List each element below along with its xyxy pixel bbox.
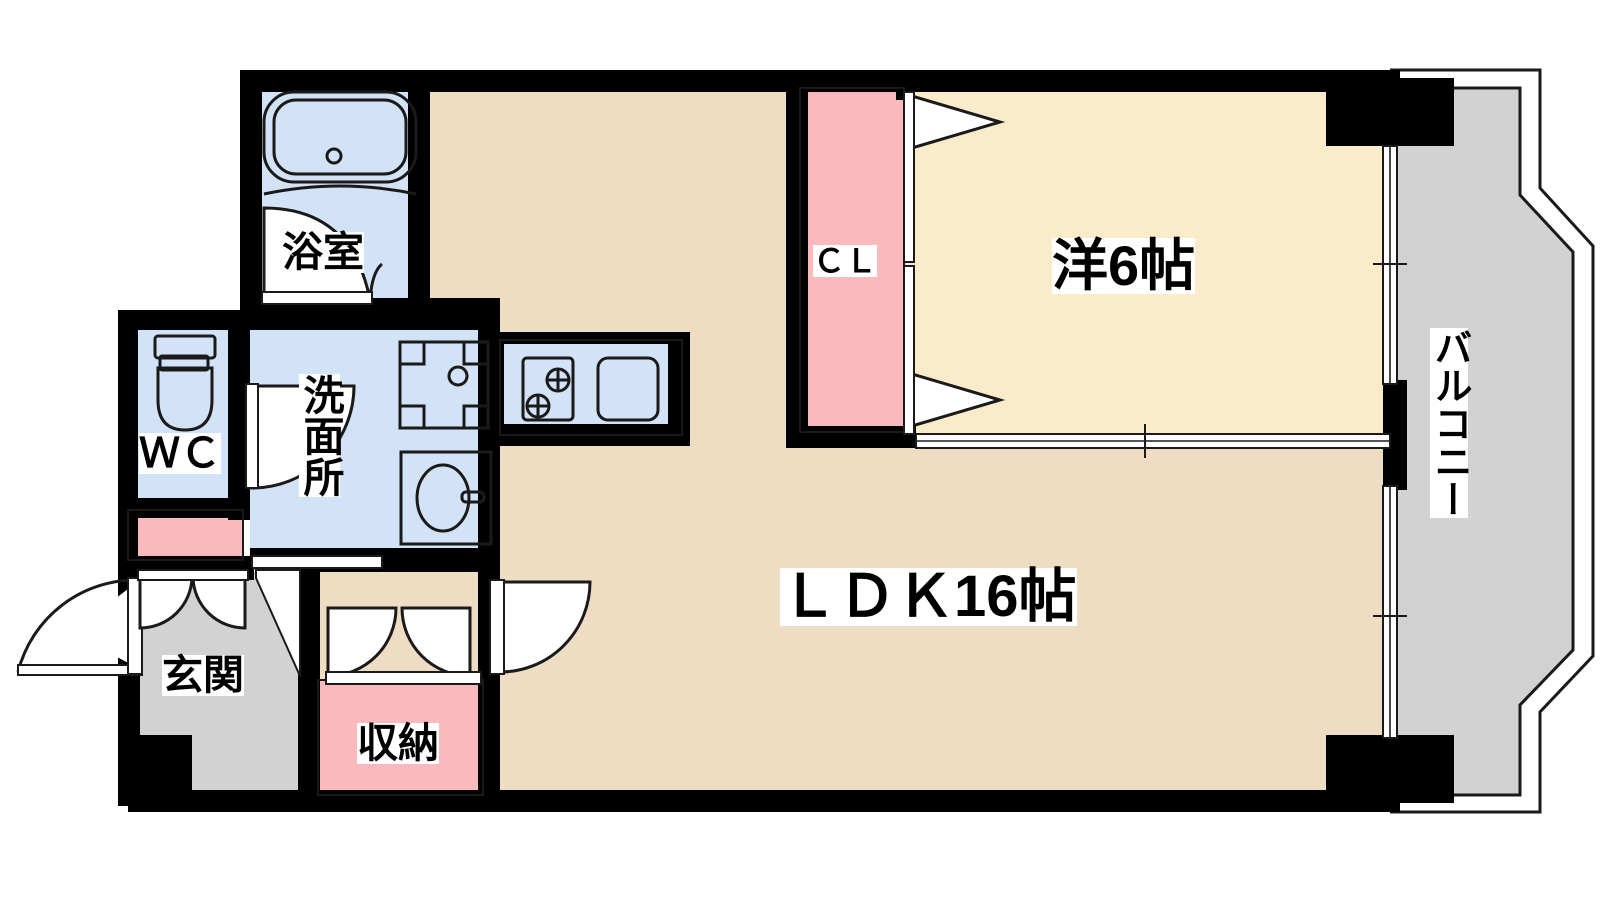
kitchen-sink-icon (596, 356, 660, 422)
washroom-swing-door[interactable] (251, 555, 383, 569)
ldk-floor (420, 78, 1390, 800)
washing-machine-pan-icon (398, 340, 490, 430)
room-label-washroom: 洗面所 (297, 374, 343, 497)
room-label-balcony: バルコニー (1428, 328, 1470, 518)
structural-walls (118, 70, 1454, 812)
toilet-icon (153, 334, 217, 432)
genkan-double-swing-door[interactable] (137, 569, 249, 630)
wc-floor (128, 318, 243, 508)
genkan-ldk-diagonal-wall (255, 569, 301, 677)
room-label-storage: 収納 (357, 720, 439, 766)
wc-shelf-floor (128, 510, 243, 560)
ldk-swing-door[interactable] (489, 579, 592, 675)
room-label-genkan: 玄関 (162, 652, 244, 698)
balcony-floor (1390, 88, 1573, 795)
room-label-closet: ＣＬ (813, 243, 878, 279)
room-label-bedroom: 洋6帖 (1052, 234, 1196, 297)
bedroom-balcony-sliding-window[interactable] (1373, 145, 1407, 385)
vanity-sink-icon (399, 450, 493, 546)
room-outlines (127, 87, 905, 796)
bedroom-ldk-sliding-partition[interactable] (915, 424, 1391, 458)
ldk-balcony-sliding-window[interactable] (1373, 485, 1407, 739)
room-label-ldk: ＬＤＫ16帖 (780, 564, 1077, 629)
room-label-bath: 浴室 (282, 229, 364, 275)
closet-folding-doors[interactable] (903, 91, 1006, 435)
bathtub-icon (262, 90, 418, 196)
storage-double-swing-door[interactable] (325, 606, 482, 685)
two-burner-stove-icon (521, 356, 575, 422)
room-label-wc: ＷＣ (139, 430, 221, 476)
balcony-outline (1390, 68, 1595, 814)
